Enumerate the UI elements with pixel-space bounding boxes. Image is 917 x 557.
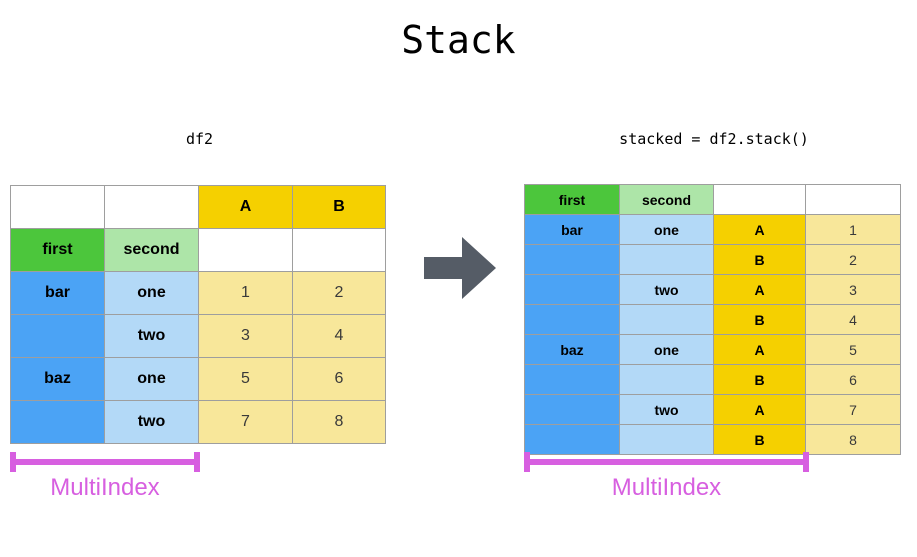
cell-value: 3 (805, 274, 901, 305)
cell-first (524, 244, 620, 275)
cell-second: two (104, 314, 199, 358)
cell-index-name-second: second (619, 184, 714, 215)
table-row: baz one 5 6 (10, 357, 386, 401)
cell-first: bar (524, 214, 620, 245)
table-row: bar one A 1 (524, 214, 901, 245)
cell-value-a: 5 (198, 357, 293, 401)
cell-second: two (104, 400, 199, 444)
cell-first (524, 394, 620, 425)
cell-second: one (619, 214, 714, 245)
cell-second (619, 424, 714, 455)
cell-value: 4 (805, 304, 901, 335)
table-row: two A 7 (524, 394, 901, 425)
cell-level: B (713, 244, 806, 275)
cell-first (10, 314, 105, 358)
cell-value-b: 8 (292, 400, 386, 444)
cell-value: 7 (805, 394, 901, 425)
right-table-caption: stacked = df2.stack() (619, 130, 809, 148)
cell-second (619, 244, 714, 275)
multiindex-bracket-icon (10, 452, 200, 472)
cell-value: 6 (805, 364, 901, 395)
cell-blank-value (805, 184, 901, 215)
cell-level: A (713, 334, 806, 365)
cell-value-b: 4 (292, 314, 386, 358)
cell-first: baz (10, 357, 105, 401)
multiindex-bracket-icon (524, 452, 809, 472)
cell-first (524, 424, 620, 455)
cell-second: one (619, 334, 714, 365)
cell-value-a: 3 (198, 314, 293, 358)
cell-index-name-second: second (104, 228, 199, 272)
cell-first (524, 274, 620, 305)
page-title: Stack (401, 18, 516, 62)
cell-corner-2 (104, 185, 199, 229)
cell-value-b: 6 (292, 357, 386, 401)
table-row-index-header: first second (524, 184, 901, 215)
cell-value: 8 (805, 424, 901, 455)
multiindex-label: MultiIndex (611, 474, 722, 501)
table-row-index-header: first second (10, 228, 386, 272)
multiindex-label: MultiIndex (50, 474, 160, 501)
cell-second: one (104, 271, 199, 315)
cell-column-b: B (292, 185, 386, 229)
cell-first (10, 400, 105, 444)
cell-second: two (619, 394, 714, 425)
cell-column-a: A (198, 185, 293, 229)
table-row: B 6 (524, 364, 901, 395)
left-table-caption: df2 (185, 130, 214, 148)
cell-value: 5 (805, 334, 901, 365)
cell-first: bar (10, 271, 105, 315)
table-row: two 3 4 (10, 314, 386, 358)
cell-corner-1 (10, 185, 105, 229)
cell-first (524, 304, 620, 335)
cell-level: B (713, 364, 806, 395)
cell-blank-b (292, 228, 386, 272)
table-row: B 2 (524, 244, 901, 275)
cell-index-name-first: first (10, 228, 105, 272)
cell-level: B (713, 304, 806, 335)
cell-value: 1 (805, 214, 901, 245)
cell-blank-a (198, 228, 293, 272)
cell-level: B (713, 424, 806, 455)
series-stacked-table: first second bar one A 1 B 2 two A 3 B (524, 184, 901, 455)
cell-level: A (713, 394, 806, 425)
table-row: two 7 8 (10, 400, 386, 444)
cell-second: two (619, 274, 714, 305)
table-row-column-header: A B (10, 185, 386, 229)
cell-value-a: 1 (198, 271, 293, 315)
table-row: B 4 (524, 304, 901, 335)
table-row: B 8 (524, 424, 901, 455)
right-arrow-icon (424, 237, 496, 299)
table-row: baz one A 5 (524, 334, 901, 365)
cell-first: baz (524, 334, 620, 365)
cell-second (619, 304, 714, 335)
cell-value: 2 (805, 244, 901, 275)
cell-value-b: 2 (292, 271, 386, 315)
cell-value-a: 7 (198, 400, 293, 444)
cell-second: one (104, 357, 199, 401)
table-row: bar one 1 2 (10, 271, 386, 315)
cell-index-name-first: first (524, 184, 620, 215)
table-row: two A 3 (524, 274, 901, 305)
cell-level: A (713, 214, 806, 245)
dataframe-df2-table: A B first second bar one 1 2 two 3 4 baz… (10, 185, 386, 444)
cell-blank-level (713, 184, 806, 215)
cell-level: A (713, 274, 806, 305)
cell-second (619, 364, 714, 395)
cell-first (524, 364, 620, 395)
